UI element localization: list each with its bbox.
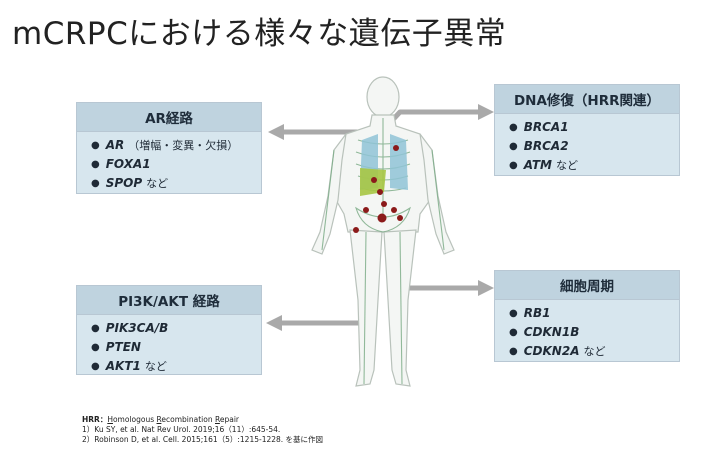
arrowhead-pi3k	[266, 315, 282, 331]
hrr-definition: HRR：Homologous Recombination Repair	[82, 415, 239, 424]
lesions	[353, 145, 403, 233]
bullet-icon: ●	[509, 141, 518, 152]
bullet-icon: ●	[91, 178, 100, 189]
dna-repair-header: DNA修復（HRR関連）	[495, 85, 679, 114]
page-title: mCRPCにおける様々な遺伝子異常	[12, 16, 507, 52]
list-item: ●BRCA1	[509, 120, 569, 134]
footnotes: HRR：Homologous Recombination Repair 1）Ku…	[82, 415, 323, 445]
list-item: ●FOXA1	[91, 157, 151, 171]
pi3k-akt-header: PI3K/AKT 経路	[77, 286, 261, 315]
reference-1: 1）Ku SY, et al. Nat Rev Urol. 2019;16（11…	[82, 425, 281, 434]
list-item: ●RB1	[509, 306, 551, 320]
list-item: ●AR（増幅・変異・欠損）	[91, 138, 239, 152]
arrowhead-ar	[268, 124, 284, 140]
list-item: ●BRCA2	[509, 139, 569, 153]
head	[366, 76, 400, 118]
bullet-icon: ●	[91, 323, 100, 334]
arrowheads	[266, 104, 494, 331]
bullet-icon: ●	[509, 327, 518, 338]
cell-cycle-header: 細胞周期	[495, 271, 679, 300]
bullet-icon: ●	[509, 160, 518, 171]
ar-pathway-header: AR経路	[77, 103, 261, 132]
right-leg	[383, 229, 417, 387]
bullet-icon: ●	[91, 342, 100, 353]
list-item: ●CDKN1B	[509, 325, 580, 339]
bullet-icon: ●	[91, 159, 100, 170]
bullet-icon: ●	[91, 140, 100, 151]
left-leg	[349, 229, 383, 387]
arrowhead-cellcycle	[478, 280, 494, 296]
bullet-icon: ●	[509, 346, 518, 357]
right-lung	[390, 134, 408, 190]
bullet-icon: ●	[509, 308, 518, 319]
list-item: ●PTEN	[91, 340, 141, 354]
reference-2: 2）Robinson D, et al. Cell. 2015;161（5）:1…	[82, 435, 324, 444]
bullet-icon: ●	[91, 361, 100, 372]
list-item: ●PIK3CA/B	[91, 321, 169, 335]
body-outline	[311, 76, 455, 387]
arrowhead-dna	[478, 104, 494, 120]
bullet-icon: ●	[509, 122, 518, 133]
